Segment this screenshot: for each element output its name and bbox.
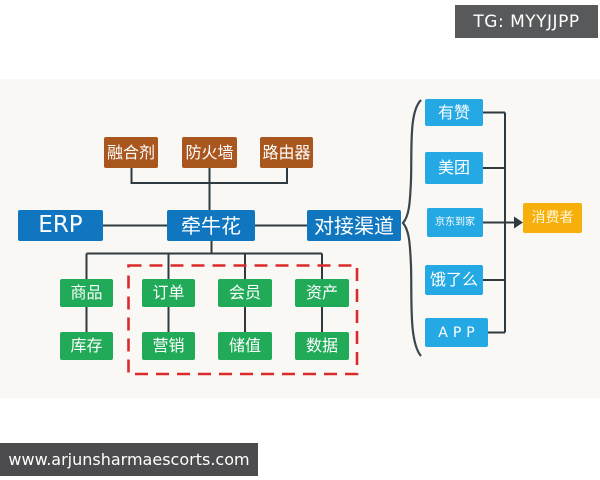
node-meituan: 美团 [425, 152, 483, 184]
node-docking-channels: 对接渠道 [307, 210, 401, 241]
node-jd-daojia: 京东到家 [427, 208, 483, 237]
node-orders: 订单 [142, 279, 195, 307]
node-erp: ERP [18, 210, 103, 241]
node-members: 会员 [218, 279, 272, 307]
website-badge: www.arjunsharmaescorts.com [0, 443, 258, 476]
telegram-badge: TG: MYYJJPP [455, 5, 598, 38]
node-youzan: 有赞 [425, 99, 483, 126]
consumer-arrow [505, 216, 523, 229]
node-router: 路由器 [260, 137, 313, 168]
node-consumer: 消费者 [523, 203, 582, 233]
node-eleme: 饿了么 [425, 265, 483, 295]
node-data: 数据 [295, 332, 349, 360]
node-assets: 资产 [295, 279, 349, 307]
node-fusion-agent: 融合剂 [104, 137, 158, 168]
node-marketing: 营销 [142, 332, 195, 360]
node-morning-glory: 牵牛花 [167, 210, 255, 241]
node-app: APP [425, 318, 488, 347]
node-goods: 商品 [60, 279, 113, 307]
node-stored-value: 储值 [218, 332, 272, 360]
brace-bracket [401, 99, 422, 357]
highlight-dashed-box [127, 264, 359, 376]
node-firewall: 防火墙 [182, 137, 237, 168]
node-inventory: 库存 [60, 332, 113, 360]
